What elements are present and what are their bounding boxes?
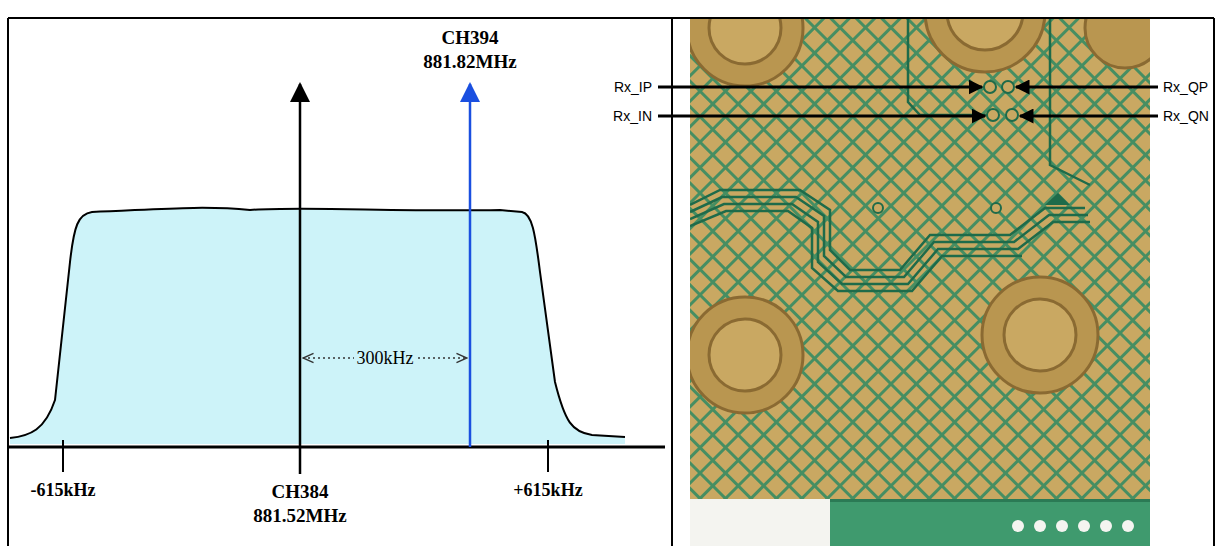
frequency-offset: -615kHz: [31, 479, 96, 502]
frequency-axis: [8, 446, 665, 449]
spectrum-outline: [10, 208, 625, 438]
channel-arrow: [299, 84, 302, 474]
frame: [8, 18, 1214, 546]
spectrum-mask: [10, 208, 625, 444]
signal-name: Rx_QN: [1163, 107, 1209, 125]
frequency-offset: +615kHz: [513, 479, 582, 502]
signal-name: Rx_IN: [613, 107, 652, 125]
spacing-dimension: 300kHz: [354, 347, 417, 370]
signal-name: Rx_QP: [1163, 78, 1208, 96]
channel-arrow: [469, 84, 472, 447]
channel-label: CH394 881.82MHz: [405, 26, 535, 74]
pcb-photo: [690, 19, 1150, 546]
channel-label: CH384 881.52MHz: [235, 480, 365, 528]
axis-tick: [62, 440, 64, 472]
axis-tick: [547, 440, 549, 472]
signal-name: Rx_IP: [614, 78, 652, 96]
pointer-arrows: [658, 87, 1158, 116]
